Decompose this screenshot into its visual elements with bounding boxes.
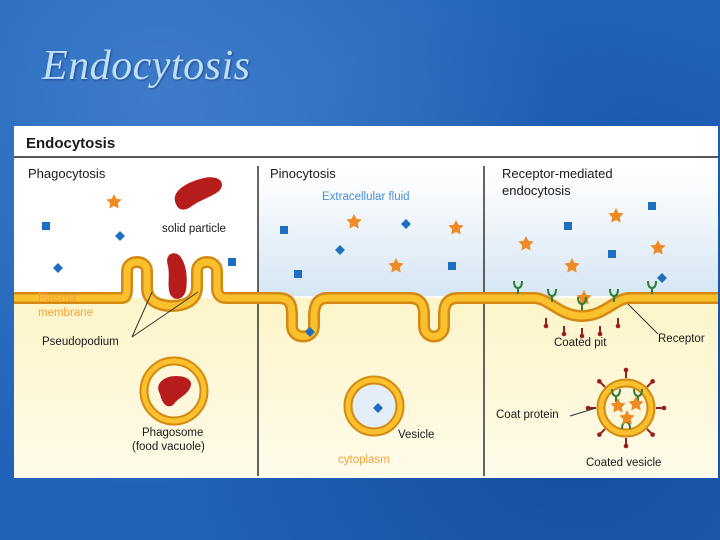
section-receptor-line2: endocytosis: [502, 183, 571, 198]
label-food-vacuole: (food vacuole): [132, 441, 205, 453]
vesicle: [343, 375, 405, 437]
coat-protein-pointer: [569, 407, 597, 417]
section-phagocytosis: Phagocytosis: [28, 166, 106, 181]
label-plasma-membrane-1: Plasma: [38, 292, 77, 304]
phagosome: [139, 356, 209, 426]
section-pinocytosis: Pinocytosis: [270, 166, 336, 181]
section-receptor-line1: Receptor-mediated: [502, 166, 613, 181]
label-coated-pit: Coated pit: [554, 337, 607, 349]
extracellular-region: [258, 172, 718, 296]
label-plasma-membrane-2: membrane: [38, 307, 93, 319]
engulfed-particle: [167, 253, 187, 299]
label-cytoplasm: cytoplasm: [338, 454, 390, 466]
endocytosis-diagram: Endocytosis Phagocytosis Pinocytosis Rec…: [14, 126, 718, 478]
figure-title: Endocytosis: [26, 135, 115, 152]
plasma-membrane: [14, 256, 718, 343]
label-extracellular-fluid: Extracellular fluid: [322, 191, 410, 203]
coated-vesicle: [584, 366, 668, 450]
slide-title: Endocytosis: [42, 43, 251, 89]
pseudopodium-pointer-1: [131, 291, 153, 338]
label-receptor: Receptor: [658, 333, 705, 345]
label-coated-vesicle: Coated vesicle: [586, 457, 661, 469]
label-vesicle: Vesicle: [398, 429, 434, 441]
label-solid-particle: solid particle: [162, 223, 226, 235]
label-pseudopodium: Pseudopodium: [42, 336, 119, 348]
pseudopodium-pointer-2: [131, 291, 199, 338]
label-phagosome: Phagosome: [142, 427, 203, 439]
receptor-pointer: [627, 303, 659, 335]
solid-particle-shape: [174, 177, 223, 210]
label-coat-protein: Coat protein: [496, 409, 559, 421]
